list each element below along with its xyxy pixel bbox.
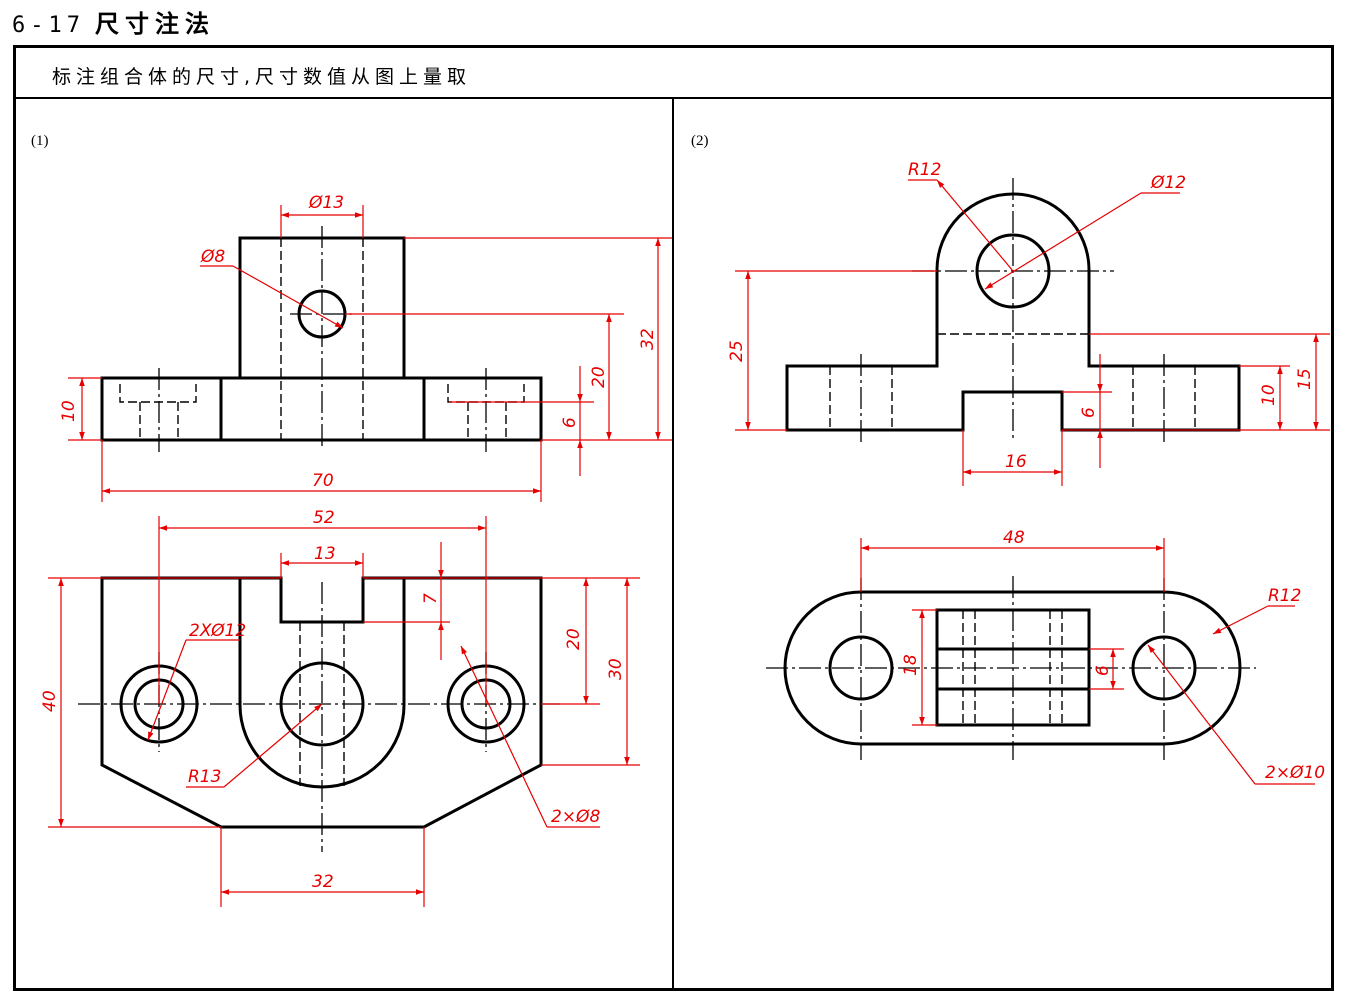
exercise-heading: 尺寸注法 bbox=[94, 10, 215, 38]
dim-p2-r12a: R12 bbox=[908, 160, 941, 180]
panel-1-front-view bbox=[100, 226, 543, 452]
exercise-number: 6-17 bbox=[12, 13, 85, 38]
dim-p2-10: 10 bbox=[1259, 384, 1279, 406]
panel-2-top-view bbox=[766, 576, 1256, 760]
panel-2-dimensions: R12 Ø12 25 6 10 15 16 48 bbox=[727, 160, 1330, 785]
instruction-text: 标注组合体的尺寸,尺寸数值从图上量取 bbox=[52, 66, 472, 88]
dim-p2-16: 16 bbox=[1005, 452, 1027, 472]
dim-p2-r12b: R12 bbox=[1268, 586, 1301, 606]
dim-p2-18: 18 bbox=[901, 654, 921, 676]
dim-p1-2xdia8: 2×Ø8 bbox=[551, 807, 600, 827]
dim-p2-2xdia10: 2×Ø10 bbox=[1265, 763, 1325, 783]
dim-p1-10: 10 bbox=[59, 400, 79, 422]
exercise-title: 6-17 尺寸注法 bbox=[12, 4, 215, 39]
dim-p2-25: 25 bbox=[727, 340, 747, 362]
dim-p1-20b: 20 bbox=[564, 628, 584, 650]
dim-p1-r13: R13 bbox=[188, 767, 221, 787]
panel-2-label: (2) bbox=[691, 133, 709, 149]
dim-p1-6: 6 bbox=[560, 417, 580, 428]
dim-p1-13: 13 bbox=[314, 544, 336, 564]
dim-p1-2xdia12: 2XØ12 bbox=[189, 621, 246, 641]
dim-p2-48: 48 bbox=[1003, 528, 1025, 548]
dim-p1-32a: 32 bbox=[638, 328, 658, 350]
panel-divider bbox=[672, 97, 674, 991]
panel-1-label: (1) bbox=[31, 133, 49, 149]
dim-p1-32b: 32 bbox=[312, 872, 334, 892]
dim-p1-7: 7 bbox=[421, 593, 441, 604]
dim-p1-52: 52 bbox=[313, 508, 335, 528]
dim-p1-20a: 20 bbox=[589, 366, 609, 388]
dim-p2-6a: 6 bbox=[1079, 407, 1099, 418]
dim-p2-6b: 6 bbox=[1093, 665, 1113, 676]
dim-p1-70: 70 bbox=[312, 471, 334, 491]
dim-p1-dia8: Ø8 bbox=[200, 247, 225, 267]
panel-1-top-view bbox=[78, 576, 560, 852]
panel-1-dimensions: Ø13 Ø8 10 70 6 20 32 52 bbox=[40, 193, 672, 907]
dim-p1-40: 40 bbox=[40, 690, 60, 712]
dim-p2-15: 15 bbox=[1295, 368, 1315, 390]
panel-2-front-view bbox=[785, 178, 1241, 442]
dim-p1-30: 30 bbox=[606, 658, 626, 680]
dim-p1-dia13: Ø13 bbox=[308, 193, 344, 213]
dim-p2-dia12: Ø12 bbox=[1150, 173, 1186, 193]
